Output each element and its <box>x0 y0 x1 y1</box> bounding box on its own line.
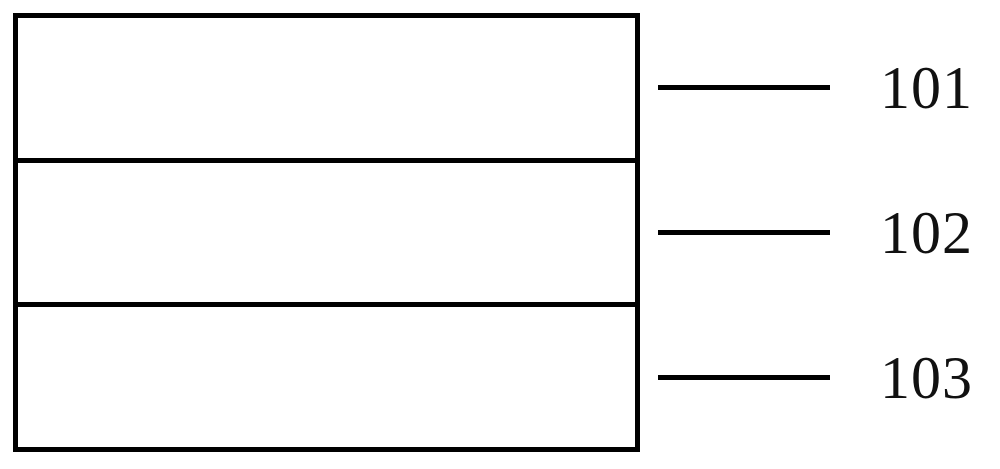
reference-numeral-103: 103 <box>880 345 973 411</box>
leader-line-103-icon <box>658 374 830 380</box>
layer-102 <box>18 163 635 307</box>
leader-line-101-icon <box>658 84 830 90</box>
reference-numeral-101: 101 <box>880 55 973 121</box>
layer-103 <box>18 307 635 447</box>
layer-101 <box>18 18 635 163</box>
leader-line-102-icon <box>658 229 830 235</box>
reference-numeral-102: 102 <box>880 200 973 266</box>
layer-stack <box>13 13 640 452</box>
